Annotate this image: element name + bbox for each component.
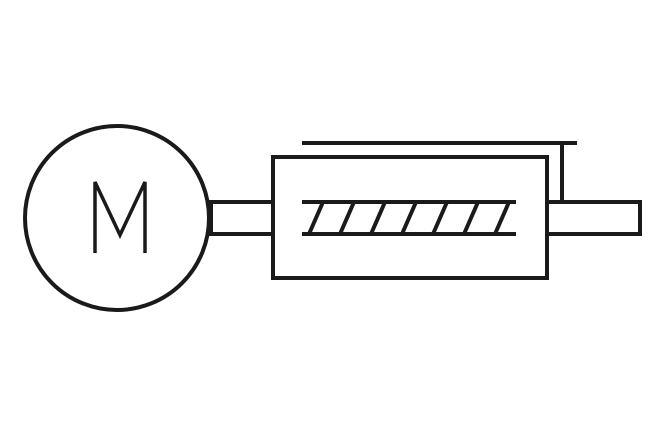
- motor-circle: [23, 124, 211, 312]
- thread-hatch: [431, 201, 449, 235]
- thread-hatch: [493, 201, 511, 235]
- thread-hatch: [369, 201, 387, 235]
- screw-threads: [307, 201, 511, 235]
- motor-label-glyph: [93, 181, 147, 253]
- thread-hatch: [338, 201, 356, 235]
- thread-hatch: [400, 201, 418, 235]
- thread-hatch: [462, 201, 480, 235]
- thread-hatch: [307, 201, 325, 235]
- input-shaft: [209, 200, 275, 236]
- output-rod: [545, 200, 642, 236]
